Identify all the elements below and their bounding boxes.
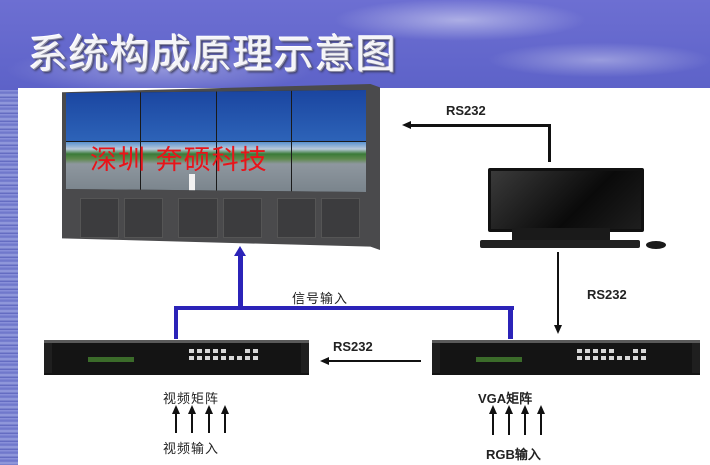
rack-ear [692, 343, 700, 373]
rack-ear [432, 343, 440, 373]
button-grid [189, 349, 258, 360]
screen-tile [66, 141, 141, 192]
video-matrix-label: 视频矩阵 [163, 392, 220, 407]
rs232-right-label: RS232 [587, 287, 627, 302]
arrow-up-icon [172, 405, 180, 414]
arrow-left-icon [320, 357, 329, 365]
input-arrow [540, 413, 542, 435]
input-arrow [175, 413, 177, 433]
screen-tile [216, 141, 291, 192]
computer-base [512, 228, 610, 240]
vent-panel [178, 198, 218, 238]
input-arrow [224, 413, 226, 433]
vent-panel [80, 198, 120, 238]
rs232-top-line [410, 124, 550, 127]
vent-panel [320, 198, 361, 238]
screen-tile [291, 90, 366, 141]
rs232-middle-line [328, 360, 421, 362]
rack-ear [301, 343, 309, 373]
input-arrow [508, 413, 510, 435]
signal-input-label: 信号输入 [292, 292, 349, 307]
sea-background-strip [0, 90, 18, 465]
arrow-up-icon [489, 405, 497, 414]
video-input-label: 视频输入 [163, 442, 220, 457]
vent-panel [276, 198, 316, 238]
lcd-display [88, 357, 134, 362]
arrow-up-icon [505, 405, 513, 414]
watermark-text: 深圳 奔硕科技 [90, 145, 268, 176]
screen-tile [141, 141, 216, 192]
signal-line-left-drop [174, 306, 178, 339]
vga-matrix-device [432, 340, 700, 375]
video-matrix-device [44, 340, 309, 375]
sky-background [0, 0, 710, 90]
signal-line-horizontal [174, 306, 514, 310]
vent-panel [124, 198, 164, 238]
rs232-top-riser [548, 124, 551, 162]
input-arrow [524, 413, 526, 435]
rs232-middle-label: RS232 [333, 339, 373, 354]
arrow-left-icon [402, 121, 411, 129]
computer-monitor [488, 168, 644, 232]
arrow-up-icon [205, 405, 213, 414]
video-wall-screens [66, 90, 366, 192]
rack-ear [44, 343, 52, 373]
road-lane-marking [189, 174, 196, 192]
screen-tile [291, 141, 366, 192]
button-grid [577, 349, 646, 360]
lcd-display [476, 357, 522, 362]
page-title: 系统构成原理示意图 [28, 32, 397, 78]
rgb-input-label: RGB输入 [486, 447, 541, 462]
arrow-up-icon [221, 405, 229, 414]
screen-tile [216, 90, 291, 141]
signal-line-right-drop [508, 306, 513, 339]
arrow-up-icon [521, 405, 529, 414]
mouse [646, 241, 666, 249]
video-wall: 深圳 奔硕科技 [62, 76, 380, 254]
input-arrow [208, 413, 210, 433]
screen-tile [66, 90, 141, 141]
arrow-down-icon [554, 325, 562, 334]
cabinet-vents [80, 198, 361, 238]
rs232-right-line [557, 252, 559, 326]
input-arrow [492, 413, 494, 435]
input-arrow [191, 413, 193, 433]
signal-line-up [238, 256, 243, 310]
arrow-up-icon [234, 246, 246, 256]
screen-tile [141, 90, 216, 141]
keyboard [480, 240, 640, 248]
rs232-top-label: RS232 [446, 103, 486, 118]
arrow-up-icon [188, 405, 196, 414]
arrow-up-icon [537, 405, 545, 414]
vent-panel [222, 198, 262, 238]
vga-matrix-label: VGA矩阵 [478, 391, 533, 406]
